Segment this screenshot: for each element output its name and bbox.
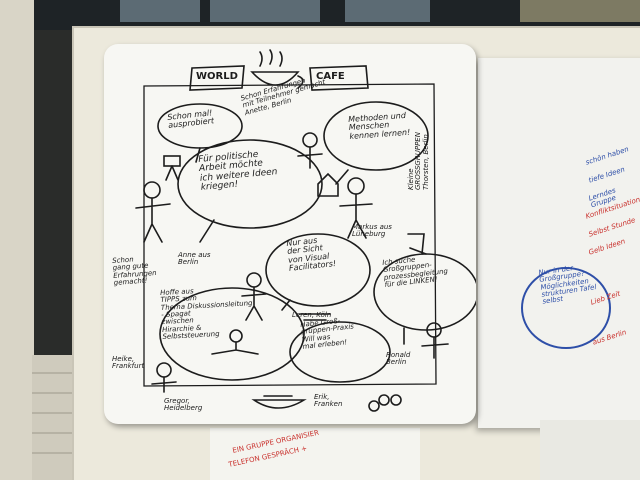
window-pane bbox=[345, 0, 430, 22]
poster-title-cafe: CAFE bbox=[316, 71, 345, 82]
name-leren: Leren, Köln bbox=[292, 311, 332, 319]
radiator-rib bbox=[32, 452, 80, 454]
name-heike: Heike, Frankfurt bbox=[112, 355, 145, 371]
radiator-rib bbox=[32, 372, 80, 374]
window-pane bbox=[120, 0, 200, 22]
wall-left bbox=[0, 0, 34, 480]
radiator-rib bbox=[32, 392, 80, 394]
speech-hoffe: Hoffe aus TIPPS zum Thema Diskussionslei… bbox=[159, 287, 253, 341]
poster-drawing bbox=[135, 49, 476, 412]
name-erik: Erik, Franken bbox=[314, 393, 343, 409]
speech-habe-gross: Habe Groß- gruppen-Praxis Will was mal e… bbox=[299, 316, 355, 351]
bottom-poster bbox=[210, 428, 420, 480]
speech-nur-aus: Nur aus der Sicht von Visual Facilitator… bbox=[285, 235, 337, 273]
poster-title-world: WORLD bbox=[196, 71, 238, 82]
name-markus: Markus aus Lüneburg bbox=[352, 223, 392, 239]
name-ronald: Ronald Berlin bbox=[386, 351, 411, 367]
side-poster-marks bbox=[521, 267, 611, 349]
name-schon-gute: Schon gang gute Erfahrungen gemacht! bbox=[111, 255, 157, 287]
radiator-rib bbox=[32, 432, 80, 434]
speech-methoden: Methoden und Menschen kennen lernen! bbox=[347, 110, 411, 141]
radiator-rib bbox=[32, 412, 80, 414]
window-pane bbox=[210, 0, 320, 22]
name-side-vertical: Kleine GROSSGRUPPEN Thorsten, Berlin bbox=[407, 132, 430, 190]
speech-politische: Für politische Arbeit möchte ich weitere… bbox=[197, 149, 278, 194]
side-poster bbox=[478, 58, 640, 428]
window-frame bbox=[0, 0, 640, 30]
name-anne: Anne aus Berlin bbox=[178, 251, 211, 267]
corner-poster bbox=[540, 420, 640, 480]
window-pane bbox=[520, 0, 640, 22]
name-gregor: Gregor, Heidelberg bbox=[164, 397, 203, 413]
